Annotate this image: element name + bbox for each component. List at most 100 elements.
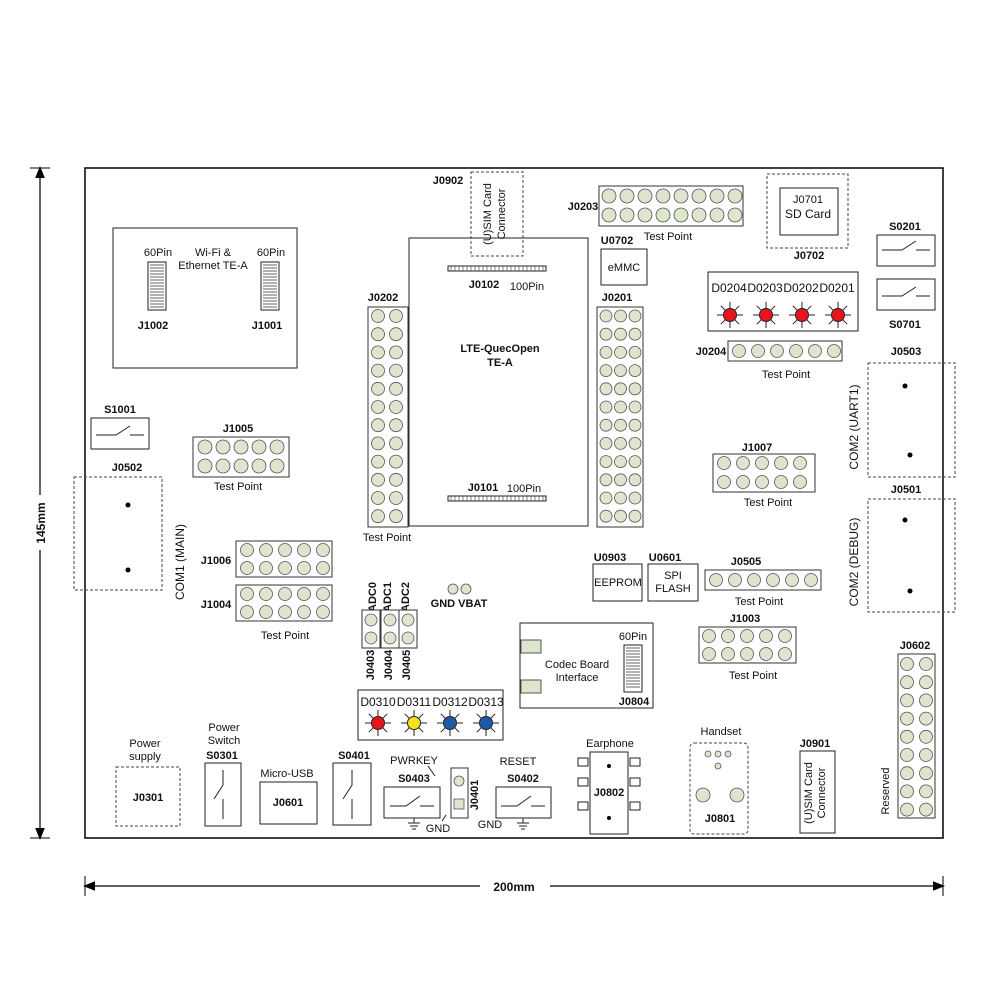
j0801-label: J0801 (705, 813, 736, 825)
header-pin (919, 748, 933, 762)
header-pin (614, 455, 627, 469)
header-pin (389, 472, 403, 487)
j0701-label: J0701 (793, 194, 823, 206)
header-pin (727, 207, 743, 223)
header-pin (371, 509, 385, 524)
header-pin (778, 629, 792, 643)
height-dimension: 145mm (30, 166, 50, 840)
header-pin (389, 418, 403, 433)
adc-headers: ADC0 ADC1 ADC2 J0403 J0404 J0405 (361, 582, 418, 681)
header-pin (259, 587, 273, 601)
header-pin (673, 207, 689, 223)
header-pin (709, 188, 725, 204)
j0204-test-point: Test Point (762, 369, 810, 381)
header-pin (269, 439, 285, 455)
led-blue (473, 710, 499, 736)
header-pin (197, 439, 213, 455)
header-pin (721, 629, 735, 643)
header-pin (900, 675, 914, 690)
header-pin (900, 784, 914, 799)
header-pin (599, 364, 613, 378)
j0201-label: J0201 (602, 292, 633, 304)
header-pin (389, 491, 403, 505)
header-pin (628, 418, 642, 432)
header-pin (599, 345, 613, 359)
j1005-test-point: Test Point (214, 481, 262, 493)
header-pin (278, 561, 292, 575)
wifi-title-2: Ethernet TE-A (178, 260, 248, 272)
header-pin (747, 573, 761, 587)
j1003-label: J1003 (730, 613, 761, 625)
s1001-switch: S1001 (90, 404, 150, 450)
header-pin (251, 458, 267, 474)
header-pin (628, 364, 642, 378)
header-pin (736, 456, 750, 470)
j0101-label: J0101 (468, 482, 499, 494)
j0102-label: J0102 (469, 279, 500, 291)
j0203-test-point: Test Point (644, 231, 692, 243)
header-pin (717, 456, 731, 470)
header-pin (316, 587, 330, 601)
header-pin (740, 629, 754, 643)
header-pin (389, 345, 403, 360)
header-pin (628, 400, 642, 414)
header-pin (900, 711, 914, 726)
j0602-label: J0602 (900, 640, 931, 652)
header-pin (766, 573, 780, 587)
width-label: 200mm (493, 880, 534, 894)
header-pin (721, 647, 735, 661)
header-pin (619, 188, 635, 204)
header-pin (770, 344, 784, 358)
header-pin (371, 418, 385, 433)
micro-usb-connector: Micro-USB J0601 (259, 768, 318, 825)
header-pin (599, 382, 613, 396)
header-pin (919, 711, 933, 726)
header-pin (755, 475, 769, 489)
emmc-chip: U0702 eMMC (600, 235, 648, 286)
header-pin (900, 766, 914, 781)
j0502-com1-main: J0502 COM1 (MAIN) (73, 462, 187, 600)
header-pin (614, 364, 627, 378)
adc0-label: ADC0 (367, 582, 379, 612)
header-pin (371, 309, 385, 323)
j0204-label: J0204 (696, 346, 727, 358)
header-pin (628, 436, 642, 450)
header-pin (628, 473, 642, 487)
header-pin (389, 381, 403, 396)
led-red (717, 302, 743, 328)
header-pin (637, 188, 653, 204)
header-pin (740, 647, 754, 661)
header-pin (251, 439, 267, 455)
header-pin (599, 418, 613, 432)
gnd-2-label: GND (478, 819, 503, 831)
header-pin (919, 675, 933, 690)
power-supply-connector: Power supply J0301 (115, 738, 181, 827)
header-pin (614, 436, 627, 450)
header-pin (371, 454, 385, 469)
j0601-label: J0601 (273, 797, 304, 809)
header-pin (628, 345, 642, 359)
u0903-label: U0903 (594, 552, 626, 564)
power-switch: Power Switch S0301 (204, 722, 242, 827)
header-pin (900, 802, 914, 817)
com2-uart1-label: COM2 (UART1) (847, 384, 861, 469)
s1001-label: S1001 (104, 404, 136, 416)
header-pin (759, 647, 773, 661)
header-pin (655, 207, 671, 223)
header-pin (614, 345, 627, 359)
j0702-label: J0702 (794, 250, 825, 262)
d0310-label: D0310 (360, 695, 396, 709)
header-pin (732, 344, 746, 358)
flash-label: FLASH (655, 583, 691, 595)
d0201-label: D0201 (819, 281, 855, 295)
header-pin (900, 748, 914, 762)
j0502-label: J0502 (112, 462, 143, 474)
pwrkey-button: PWRKEY S0403 GND (383, 755, 450, 835)
power-switch-title-2: Switch (208, 735, 240, 747)
j0901-text-1: (U)SIM Card (803, 762, 815, 824)
s0301-label: S0301 (206, 750, 238, 762)
j0403-label: J0403 (365, 650, 377, 681)
d0312-label: D0312 (432, 695, 468, 709)
j0902-sim-connector: J0902 (U)SIM Card Connector (433, 171, 524, 257)
header-pin (900, 729, 914, 744)
